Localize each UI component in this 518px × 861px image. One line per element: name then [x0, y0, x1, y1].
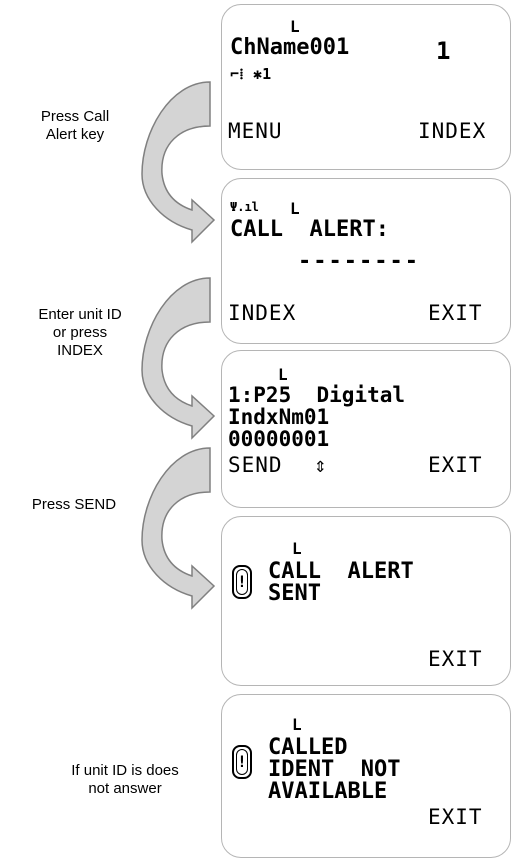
unit-id-entry-field[interactable]: --------	[298, 249, 420, 274]
softkey-exit[interactable]: EXIT	[428, 805, 483, 829]
not-available-line1: CALLED	[268, 735, 348, 760]
up-down-icon[interactable]: ⇕	[314, 453, 328, 477]
curved-arrow-icon	[141, 277, 215, 439]
softkey-index[interactable]: INDEX	[228, 301, 297, 325]
caption-press-send: Press SEND	[31, 496, 117, 513]
alert-icon-glyph: !	[237, 752, 247, 771]
softkey-menu[interactable]: MENU	[228, 119, 283, 143]
call-alert-label: CALL ALERT:	[230, 217, 389, 242]
softkey-exit[interactable]: EXIT	[428, 647, 483, 671]
talkaround-indicator: L	[292, 539, 302, 558]
status-icons: ⌐⁞ ✱1	[230, 65, 272, 83]
screen-unit-not-available: L ! CALLED IDENT NOT AVAILABLE EXIT	[221, 694, 511, 858]
screen-call-alert-sent: L ! CALL ALERT SENT EXIT	[221, 516, 511, 686]
softkey-index[interactable]: INDEX	[418, 119, 487, 143]
talkaround-indicator: L	[290, 199, 300, 218]
curved-arrow-icon	[141, 81, 215, 243]
screen-home: L ChName001 1 ⌐⁞ ✱1 MENU INDEX	[221, 4, 511, 170]
softkey-exit[interactable]: EXIT	[428, 453, 483, 477]
alert-icon: !	[232, 565, 252, 599]
screen-call-alert-entry: Ψ.ıl L CALL ALERT: -------- INDEX EXIT	[221, 178, 511, 344]
softkey-exit[interactable]: EXIT	[428, 301, 483, 325]
talkaround-indicator: L	[290, 17, 300, 36]
channel-name: ChName001	[230, 35, 350, 60]
alert-icon-glyph: !	[237, 572, 247, 591]
not-available-line3: AVAILABLE	[268, 779, 388, 804]
talkaround-indicator: L	[278, 365, 288, 384]
signal-strength-icon: Ψ.ıl	[230, 200, 259, 214]
talkaround-indicator: L	[292, 715, 302, 734]
index-entry: 1:P25 Digital	[228, 383, 406, 407]
alert-status-line1: CALL ALERT	[268, 559, 414, 584]
alert-status-line2: SENT	[268, 581, 321, 606]
not-available-line2: IDENT NOT	[268, 757, 401, 782]
zone-number: 1	[436, 37, 451, 65]
screen-unit-selection: L 1:P25 Digital IndxNm01 00000001 SEND ⇕…	[221, 350, 511, 508]
curved-arrow-icon	[141, 447, 215, 609]
unit-id: 00000001	[228, 427, 330, 451]
softkey-send[interactable]: SEND	[228, 453, 283, 477]
index-name: IndxNm01	[228, 405, 330, 429]
alert-icon: !	[232, 745, 252, 779]
